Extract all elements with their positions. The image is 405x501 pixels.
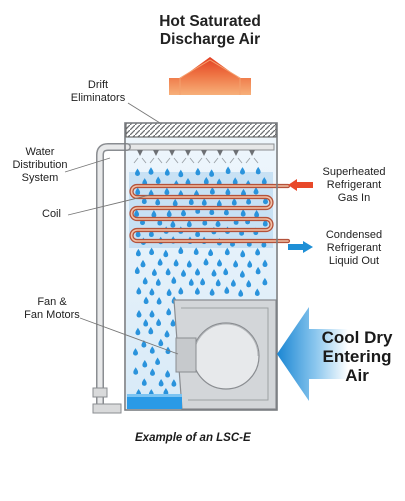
spray-nozzle	[233, 150, 239, 156]
label-fan-motors: Fan & Fan Motors	[12, 296, 92, 322]
fan-line-2: Fan Motors	[24, 309, 80, 321]
spray-line	[245, 157, 251, 164]
label-gas-in: Superheated Refrigerant Gas In	[313, 166, 395, 205]
sump-water	[127, 394, 182, 409]
spray-line	[141, 157, 147, 164]
diagram-caption: Example of an LSC-E	[135, 432, 251, 444]
fan-wheel	[192, 322, 260, 390]
liquid-out-arrow	[288, 241, 313, 253]
spray-line	[149, 157, 155, 164]
fan-motor	[175, 337, 197, 373]
distribution-header	[125, 143, 275, 151]
fan-line-1: Fan &	[37, 296, 67, 308]
air-line-2: Entering	[322, 347, 392, 366]
tower-casing	[124, 122, 278, 411]
gas-in-line-3: Gas In	[337, 192, 371, 204]
gas-in-line-2: Refrigerant	[326, 179, 382, 191]
spray-nozzle	[185, 150, 191, 156]
riser-fitting-top	[92, 387, 108, 398]
hot-discharge-arrow-body	[179, 59, 241, 95]
spray-nozzle	[137, 150, 143, 156]
spray-line	[133, 157, 139, 164]
title-line-1: Hot Saturated	[159, 13, 261, 30]
spray-line	[157, 157, 163, 164]
spray-line	[213, 157, 219, 164]
spray-line	[237, 157, 243, 164]
spray-nozzle	[169, 150, 175, 156]
drift-eliminator	[125, 122, 277, 138]
label-water-distribution: Water Distribution System	[2, 146, 78, 185]
coil	[129, 183, 291, 244]
spray-line	[229, 157, 235, 164]
air-line-1: Cool Dry	[321, 328, 393, 347]
water-dist-line-3: System	[21, 172, 59, 184]
spray-line	[221, 157, 227, 164]
riser-pipe	[96, 143, 131, 411]
spray-line	[189, 157, 195, 164]
coil-tube	[130, 185, 289, 242]
water-dist-line-2: Distribution	[12, 159, 68, 171]
diagram-title: Hot Saturated Discharge Air	[125, 13, 295, 49]
cool-air-arrow	[277, 307, 348, 401]
spray-nozzles	[133, 150, 259, 164]
riser-fitting-bottom	[92, 403, 122, 414]
label-drift-eliminators: Drift Eliminators	[63, 79, 133, 105]
spray-nozzle	[217, 150, 223, 156]
label-cool-dry-air: Cool Dry Entering Air	[314, 328, 400, 385]
title-line-2: Discharge Air	[159, 31, 261, 48]
spray-line	[181, 157, 187, 164]
drift-line-1: Drift	[87, 79, 109, 91]
liquid-out-line-3: Liquid Out	[328, 255, 380, 267]
spray-line	[173, 157, 179, 164]
spray-line	[197, 157, 203, 164]
label-coil: Coil	[42, 208, 61, 220]
sump-water-highlight	[127, 394, 182, 397]
spray-nozzle	[249, 150, 255, 156]
hot-discharge-arrow	[143, 57, 277, 95]
leader-lines	[64, 102, 179, 355]
spray-line	[165, 157, 171, 164]
label-liquid-out: Condensed Refrigerant Liquid Out	[313, 229, 395, 268]
spray-line	[253, 157, 259, 164]
air-line-3: Air	[345, 366, 369, 385]
spray-nozzle	[153, 150, 159, 156]
gas-in-line-1: Superheated	[322, 166, 386, 178]
drift-line-2: Eliminators	[70, 92, 126, 104]
water-dist-line-1: Water	[25, 146, 55, 158]
liquid-out-line-2: Refrigerant	[326, 242, 382, 254]
fan-housing	[173, 299, 277, 410]
gas-in-arrow	[288, 179, 313, 191]
liquid-out-line-1: Condensed	[325, 229, 383, 241]
spray-nozzle	[201, 150, 207, 156]
spray-line	[205, 157, 211, 164]
riser-pipe-inner	[97, 144, 130, 410]
